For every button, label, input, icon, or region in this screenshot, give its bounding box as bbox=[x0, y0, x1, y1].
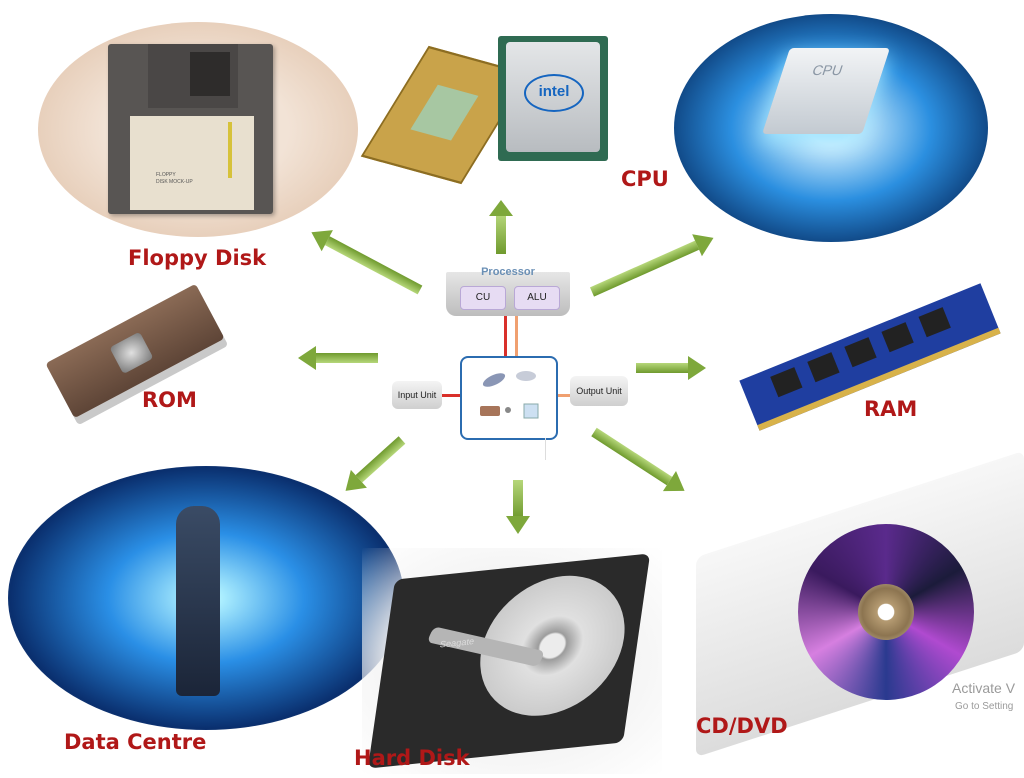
cd-dvd-image bbox=[676, 450, 1024, 758]
cpu-glow-image: CPU bbox=[674, 14, 988, 242]
ram-label: RAM bbox=[864, 397, 918, 421]
intel-logo: intel bbox=[524, 74, 584, 112]
server-person bbox=[176, 506, 220, 696]
arrow-to-cpu bbox=[489, 200, 513, 254]
peripherals-icon bbox=[480, 371, 539, 419]
rom-label: ROM bbox=[142, 388, 197, 412]
floppy-disk-label: Floppy Disk bbox=[128, 246, 267, 270]
floppy-window bbox=[190, 52, 230, 96]
processor-label: Processor bbox=[481, 266, 535, 278]
disc bbox=[798, 524, 974, 700]
output-unit-box: Output Unit bbox=[570, 376, 628, 406]
floppy-label-line1: FLOPPY bbox=[156, 172, 176, 178]
data-centre-label: Data Centre bbox=[64, 730, 207, 754]
floppy-label-line2: DISK MOCK-UP bbox=[156, 179, 193, 185]
cd-dvd-label: CD/DVD bbox=[696, 714, 788, 738]
center-divider bbox=[545, 438, 546, 460]
connector-cu bbox=[504, 312, 507, 356]
cpu-lid-side: intel bbox=[498, 36, 608, 161]
cpu-glow-chip: CPU bbox=[762, 48, 890, 134]
arrow-to-rom bbox=[298, 346, 378, 370]
data-centre-image bbox=[8, 466, 404, 730]
rom-chip-image bbox=[40, 283, 230, 420]
floppy-disk-image: FLOPPY DISK MOCK-UP bbox=[38, 22, 358, 237]
connector-input bbox=[436, 394, 460, 397]
connector-alu bbox=[515, 312, 518, 356]
arrow-to-cd-dvd bbox=[591, 427, 685, 492]
arrow-to-hard-disk bbox=[506, 480, 530, 534]
connector-output bbox=[556, 394, 574, 397]
computer-system-box bbox=[460, 356, 558, 440]
processor-block: Processor CU ALU bbox=[446, 266, 570, 316]
hard-disk-label: Hard Disk bbox=[354, 746, 470, 770]
floppy-disk-body: FLOPPY DISK MOCK-UP bbox=[108, 44, 273, 214]
cpu-chips-image: intel bbox=[360, 30, 620, 185]
floppy-label: FLOPPY DISK MOCK-UP bbox=[130, 116, 254, 210]
activate-windows-line2: Go to Setting bbox=[955, 701, 1014, 712]
cpu-label: CPU bbox=[621, 167, 669, 191]
activate-windows-line1: Activate V bbox=[952, 680, 1016, 696]
arrow-to-data-centre bbox=[345, 436, 406, 491]
input-unit-box: Input Unit bbox=[392, 381, 442, 409]
alu-box: ALU bbox=[514, 286, 560, 310]
arrow-to-floppy bbox=[311, 230, 423, 295]
arrow-to-ram bbox=[636, 356, 706, 380]
rom-window bbox=[109, 331, 154, 375]
hard-disk-image: Seagate bbox=[362, 548, 662, 774]
cu-box: CU bbox=[460, 286, 506, 310]
arrow-to-cpu-image bbox=[589, 234, 714, 297]
